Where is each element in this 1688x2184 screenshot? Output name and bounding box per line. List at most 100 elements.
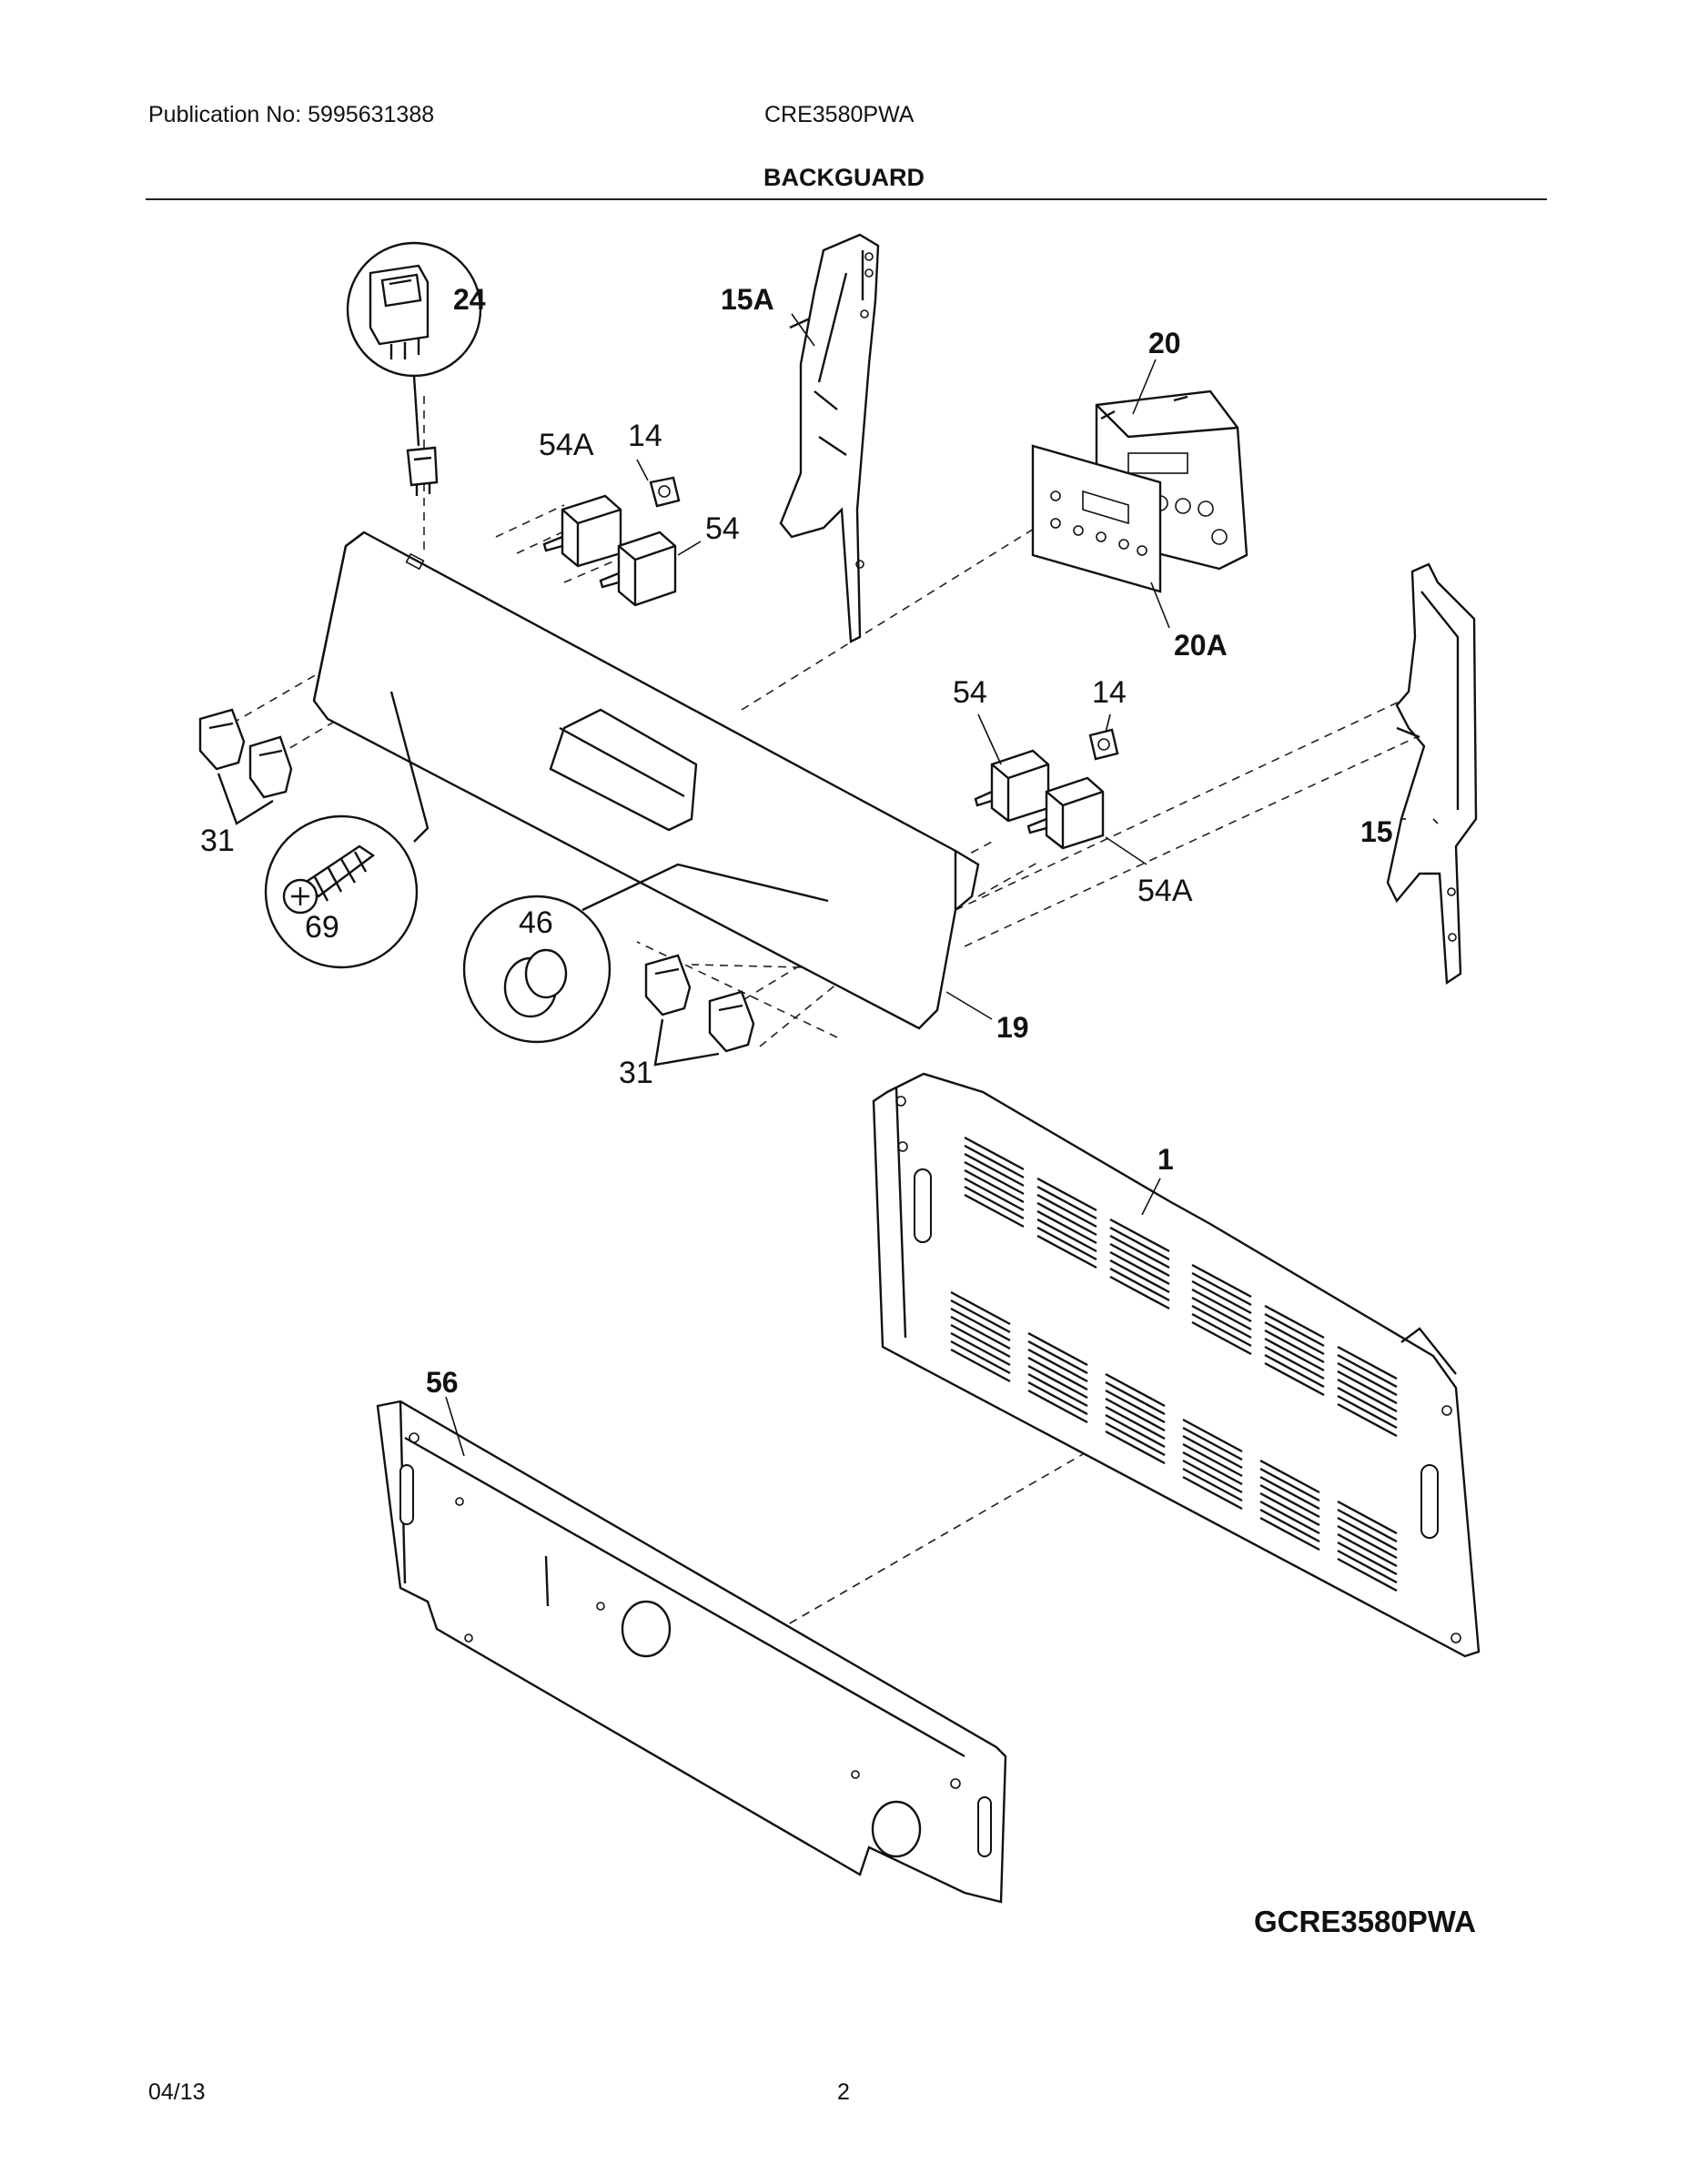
louver-line	[964, 1152, 1025, 1188]
louver-line	[1036, 1185, 1097, 1220]
louver-line	[1337, 1532, 1398, 1568]
callout-54-top: 54	[705, 511, 740, 546]
louver-line	[1259, 1508, 1320, 1543]
louver-line	[1264, 1353, 1325, 1389]
callout-20A: 20A	[1174, 629, 1228, 662]
section-title: BACKGUARD	[763, 164, 925, 191]
louver-line	[1182, 1467, 1243, 1502]
louver-line	[1337, 1394, 1398, 1430]
louver-line	[1259, 1459, 1320, 1494]
part-31-knobs-bottom	[644, 954, 755, 1067]
louver-line	[1105, 1389, 1166, 1424]
louver-line	[964, 1193, 1025, 1228]
louver-line	[1337, 1361, 1398, 1397]
callout-31-left: 31	[200, 824, 235, 858]
callout-31-bottom: 31	[619, 1056, 653, 1090]
louver-line	[950, 1348, 1011, 1383]
publication-number: Publication No: 5995631388	[148, 102, 435, 127]
callout-54A-right: 54A	[1137, 874, 1193, 908]
louver-line	[1337, 1516, 1398, 1552]
louver-line	[950, 1340, 1011, 1375]
louver-line	[950, 1299, 1011, 1334]
part-14-switch-right	[1088, 728, 1119, 761]
louver-line	[1027, 1389, 1088, 1424]
louver-line	[1337, 1524, 1398, 1560]
callout-54A-top: 54A	[539, 428, 594, 462]
louver-line	[1191, 1288, 1252, 1323]
part-20A-overlay	[1031, 444, 1162, 593]
louver-line	[1259, 1491, 1320, 1527]
louver-line	[1036, 1226, 1097, 1261]
part-1-rear-panel	[872, 1072, 1481, 1658]
louver-line	[1191, 1279, 1252, 1315]
louver-line	[964, 1185, 1025, 1220]
louver-line	[1105, 1397, 1166, 1432]
louver-line	[1109, 1250, 1170, 1286]
louver-line	[1105, 1413, 1166, 1449]
louver-line	[1027, 1372, 1088, 1408]
footer-date: 04/13	[148, 2079, 206, 2105]
callout-1: 1	[1157, 1143, 1174, 1176]
louver-line	[1105, 1421, 1166, 1457]
header-rule	[146, 198, 1547, 200]
louver-line	[1191, 1320, 1252, 1356]
louver-line	[950, 1331, 1011, 1367]
louver-line	[1337, 1557, 1398, 1592]
diagram-id: GCRE3580PWA	[1254, 1905, 1476, 1938]
louver-line	[1182, 1418, 1243, 1453]
louver-line	[1105, 1380, 1166, 1416]
louver-slots	[950, 1136, 1398, 1592]
louver-line	[1036, 1218, 1097, 1253]
callout-56: 56	[426, 1366, 459, 1399]
louver-line	[1337, 1549, 1398, 1584]
louver-line	[1109, 1267, 1170, 1302]
louver-line	[1337, 1541, 1398, 1576]
louver-line	[1109, 1234, 1170, 1269]
louver-line	[1191, 1312, 1252, 1348]
callout-15: 15	[1360, 815, 1393, 848]
louver-line	[950, 1290, 1011, 1326]
louver-line	[1191, 1271, 1252, 1307]
louver-line	[1027, 1364, 1088, 1400]
part-54-switch-right	[974, 749, 1050, 823]
louver-line	[1264, 1312, 1325, 1348]
callout-19: 19	[996, 1011, 1029, 1044]
louver-line	[950, 1307, 1011, 1342]
louver-line	[1264, 1304, 1325, 1340]
callout-labels: 24 15A 20 54A 14 54 20A 54 14 15 31 69 4…	[200, 283, 1393, 1399]
part-54A-switch-right	[1026, 776, 1105, 850]
louver-line	[1109, 1218, 1170, 1253]
louver-line	[1182, 1434, 1243, 1470]
louver-line	[1027, 1331, 1088, 1367]
callout-24: 24	[453, 283, 486, 316]
louver-line	[950, 1315, 1011, 1350]
louver-line	[1036, 1177, 1097, 1212]
part-54A-switch-top	[542, 494, 622, 568]
part-31-knobs-left	[198, 708, 293, 825]
louver-line	[1109, 1259, 1170, 1294]
louver-line	[1259, 1467, 1320, 1502]
leader-lines	[445, 313, 1439, 1457]
louver-line	[1109, 1275, 1170, 1310]
callout-46: 46	[519, 905, 553, 940]
louver-line	[1259, 1483, 1320, 1519]
louver-line	[1264, 1329, 1325, 1364]
louver-line	[1337, 1386, 1398, 1421]
louver-line	[1337, 1345, 1398, 1380]
callout-69: 69	[305, 910, 339, 945]
louver-line	[1109, 1226, 1170, 1261]
callout-14-right: 14	[1092, 675, 1127, 710]
louver-line	[964, 1160, 1025, 1196]
louver-line	[1191, 1296, 1252, 1331]
louver-line	[964, 1177, 1025, 1212]
louver-line	[1105, 1430, 1166, 1465]
louver-line	[1105, 1405, 1166, 1441]
louver-line	[1182, 1475, 1243, 1511]
louver-line	[964, 1168, 1025, 1204]
louver-line	[964, 1136, 1025, 1171]
louver-line	[1259, 1475, 1320, 1511]
louver-line	[1337, 1402, 1398, 1438]
louver-line	[1036, 1201, 1097, 1237]
louver-line	[1264, 1320, 1325, 1356]
louver-line	[1027, 1340, 1088, 1375]
